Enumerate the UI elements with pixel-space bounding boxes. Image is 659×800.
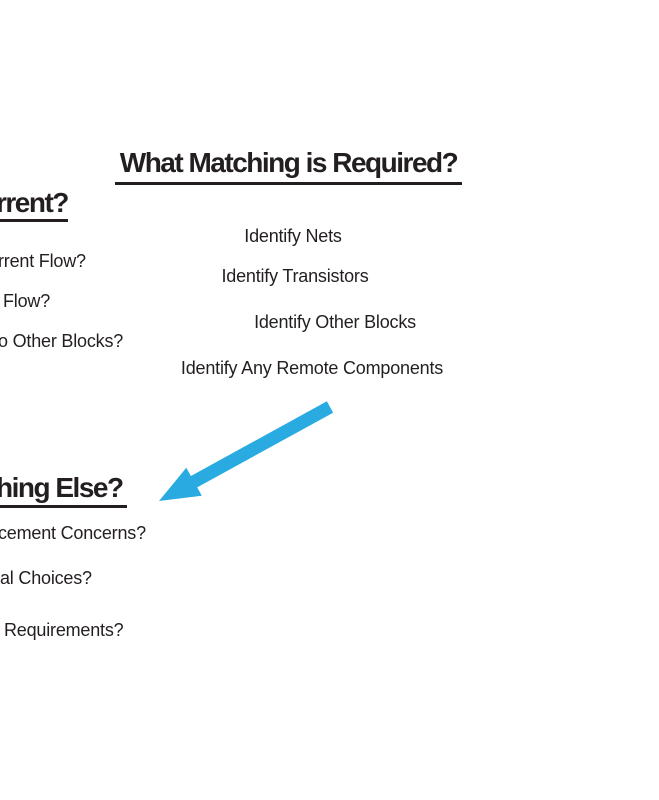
current-section-title-partial: rrent? <box>0 187 69 218</box>
matching-item-identify-remote-components: Identify Any Remote Components <box>180 358 444 378</box>
blue-arrow-shape <box>159 401 334 501</box>
else-item-requirements-partial: Requirements? <box>4 620 124 640</box>
else-item-concerns-partial: cement Concerns? <box>0 523 146 543</box>
matching-item-identify-transistors: Identify Transistors <box>221 266 369 286</box>
current-item-other-blocks-partial: o Other Blocks? <box>0 331 124 351</box>
matching-item-identify-other-blocks: Identify Other Blocks <box>254 312 416 332</box>
current-item-flow-partial: rrent Flow? <box>0 251 86 271</box>
matching-section-title: What Matching is Required? <box>119 147 459 178</box>
blue-arrow-icon <box>159 401 334 501</box>
else-item-choices-partial: al Choices? <box>0 568 92 588</box>
matching-item-identify-nets: Identify Nets <box>244 226 342 246</box>
else-title-underline <box>0 505 127 508</box>
current-item-flow2-partial: Flow? <box>3 291 51 311</box>
else-section-title-partial: hing Else? <box>0 472 124 503</box>
current-title-underline <box>0 219 68 222</box>
matching-title-underline <box>115 182 462 185</box>
